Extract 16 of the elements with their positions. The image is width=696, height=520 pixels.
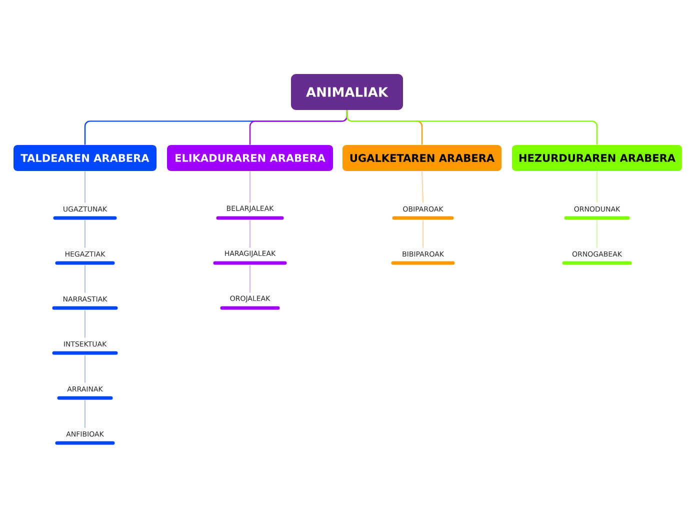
connector-line: [346, 110, 598, 145]
root-box: ANIMALIAK: [291, 74, 403, 110]
category-box: UGALKETAREN ARABERA: [342, 145, 502, 171]
connector-line: [84, 220, 86, 248]
connector-line: [596, 170, 598, 204]
connector-line: [422, 220, 424, 248]
connector-line: [84, 310, 86, 338]
connector-line: [84, 264, 86, 294]
connector-line: [422, 170, 424, 204]
connector-line: [84, 354, 86, 384]
category-box: TALDEAREN ARABERA: [14, 145, 156, 171]
connector-line: [596, 220, 598, 248]
connector-line: [84, 170, 86, 204]
category-box: HEZURDURAREN ARABERA: [512, 145, 682, 171]
connector-line: [84, 400, 86, 428]
category-box: ELIKADURAREN ARABERA: [167, 145, 333, 171]
